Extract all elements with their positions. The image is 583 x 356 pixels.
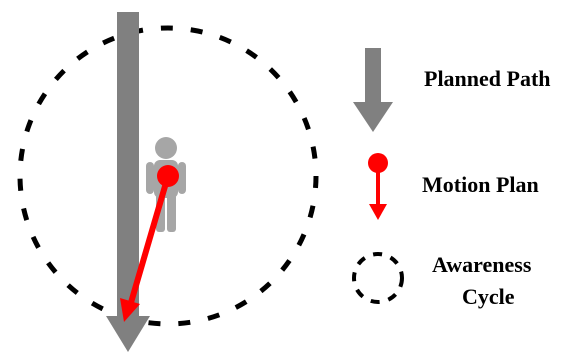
awareness-cycle <box>17 25 319 327</box>
legend-motion-plan-icon <box>368 153 388 220</box>
legend-awareness-cycle-label-line2: Cycle <box>462 284 515 309</box>
legend-planned-path-label: Planned Path <box>424 66 551 91</box>
legend-motion-plan-label: Motion Plan <box>422 172 539 197</box>
legend-awareness-cycle-icon <box>352 252 404 304</box>
motion-plan-arrow <box>120 165 179 322</box>
planned-path-arrow <box>106 12 150 352</box>
legend-awareness-cycle-label-line1: Awareness <box>432 252 532 277</box>
legend-planned-path-icon <box>353 48 393 132</box>
